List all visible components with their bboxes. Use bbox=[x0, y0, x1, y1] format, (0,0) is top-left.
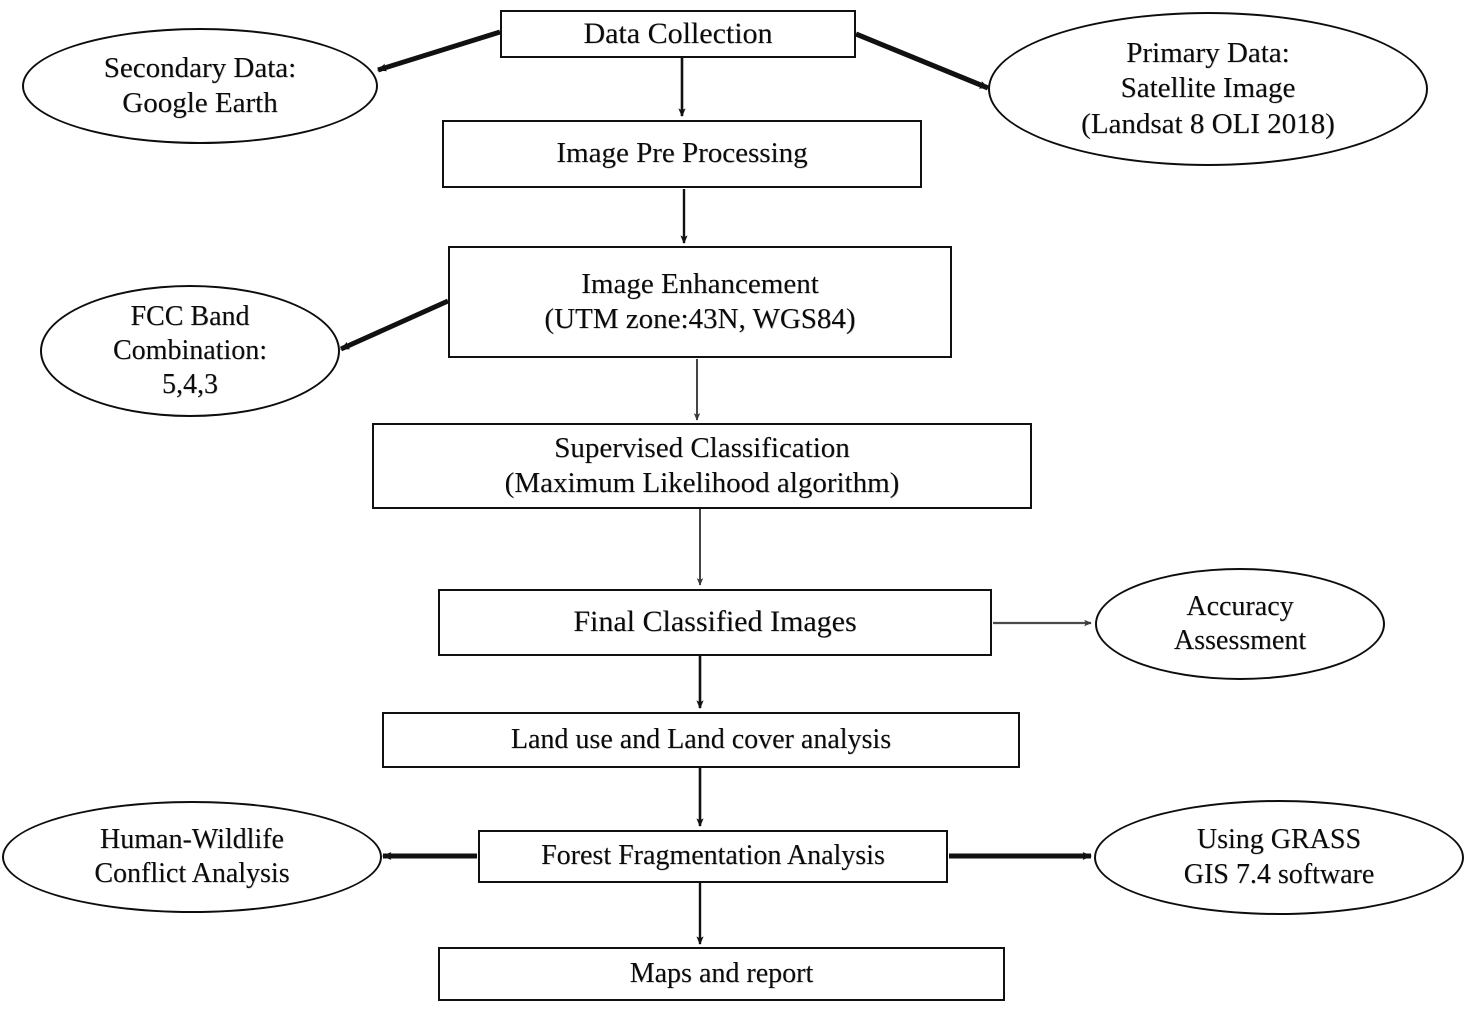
node-accuracy-assessment[interactable]: Accuracy Assessment bbox=[1095, 568, 1385, 680]
node-secondary-data-label: Secondary Data: Google Earth bbox=[103, 51, 297, 119]
node-primary-data-label: Primary Data: Satellite Image (Landsat 8… bbox=[1081, 36, 1335, 140]
node-accuracy-assessment-label: Accuracy Assessment bbox=[1173, 590, 1307, 656]
node-secondary-data[interactable]: Secondary Data: Google Earth bbox=[22, 28, 378, 144]
node-fcc-band-label: FCC Band Combination: 5,4,3 bbox=[113, 300, 267, 401]
edge-data-collection-to-primary-data bbox=[855, 31, 990, 91]
node-forest-fragmentation-label: Forest Fragmentation Analysis bbox=[541, 840, 885, 872]
node-supervised-classification-label: Supervised Classification (Maximum Likel… bbox=[504, 431, 900, 499]
node-forest-fragmentation[interactable]: Forest Fragmentation Analysis bbox=[478, 830, 948, 883]
node-human-wildlife-label: Human-Wildlife Conflict Analysis bbox=[94, 823, 290, 889]
node-grass-gis[interactable]: Using GRASS GIS 7.4 software bbox=[1094, 800, 1464, 915]
node-land-use-analysis[interactable]: Land use and Land cover analysis bbox=[382, 712, 1020, 768]
node-fcc-band[interactable]: FCC Band Combination: 5,4,3 bbox=[40, 285, 340, 417]
node-grass-gis-label: Using GRASS GIS 7.4 software bbox=[1183, 824, 1375, 890]
node-image-enhancement[interactable]: Image Enhancement (UTM zone:43N, WGS84) bbox=[448, 246, 952, 358]
node-image-pre-processing-label: Image Pre Processing bbox=[556, 137, 808, 170]
node-image-enhancement-label: Image Enhancement (UTM zone:43N, WGS84) bbox=[544, 267, 856, 335]
node-maps-and-report-label: Maps and report bbox=[629, 957, 814, 989]
node-supervised-classification[interactable]: Supervised Classification (Maximum Likel… bbox=[372, 423, 1032, 509]
node-final-classified-images[interactable]: Final Classified Images bbox=[438, 589, 992, 656]
edge-image-enhancement-to-fcc-band bbox=[339, 298, 450, 352]
node-maps-and-report[interactable]: Maps and report bbox=[438, 947, 1005, 1001]
node-final-classified-images-label: Final Classified Images bbox=[573, 605, 857, 639]
edge-data-collection-to-secondary-data bbox=[376, 29, 501, 73]
node-data-collection[interactable]: Data Collection bbox=[500, 10, 856, 58]
node-primary-data[interactable]: Primary Data: Satellite Image (Landsat 8… bbox=[988, 12, 1428, 166]
node-data-collection-label: Data Collection bbox=[583, 16, 773, 50]
node-land-use-analysis-label: Land use and Land cover analysis bbox=[510, 723, 892, 755]
node-image-pre-processing[interactable]: Image Pre Processing bbox=[442, 120, 922, 188]
node-human-wildlife[interactable]: Human-Wildlife Conflict Analysis bbox=[2, 801, 382, 913]
